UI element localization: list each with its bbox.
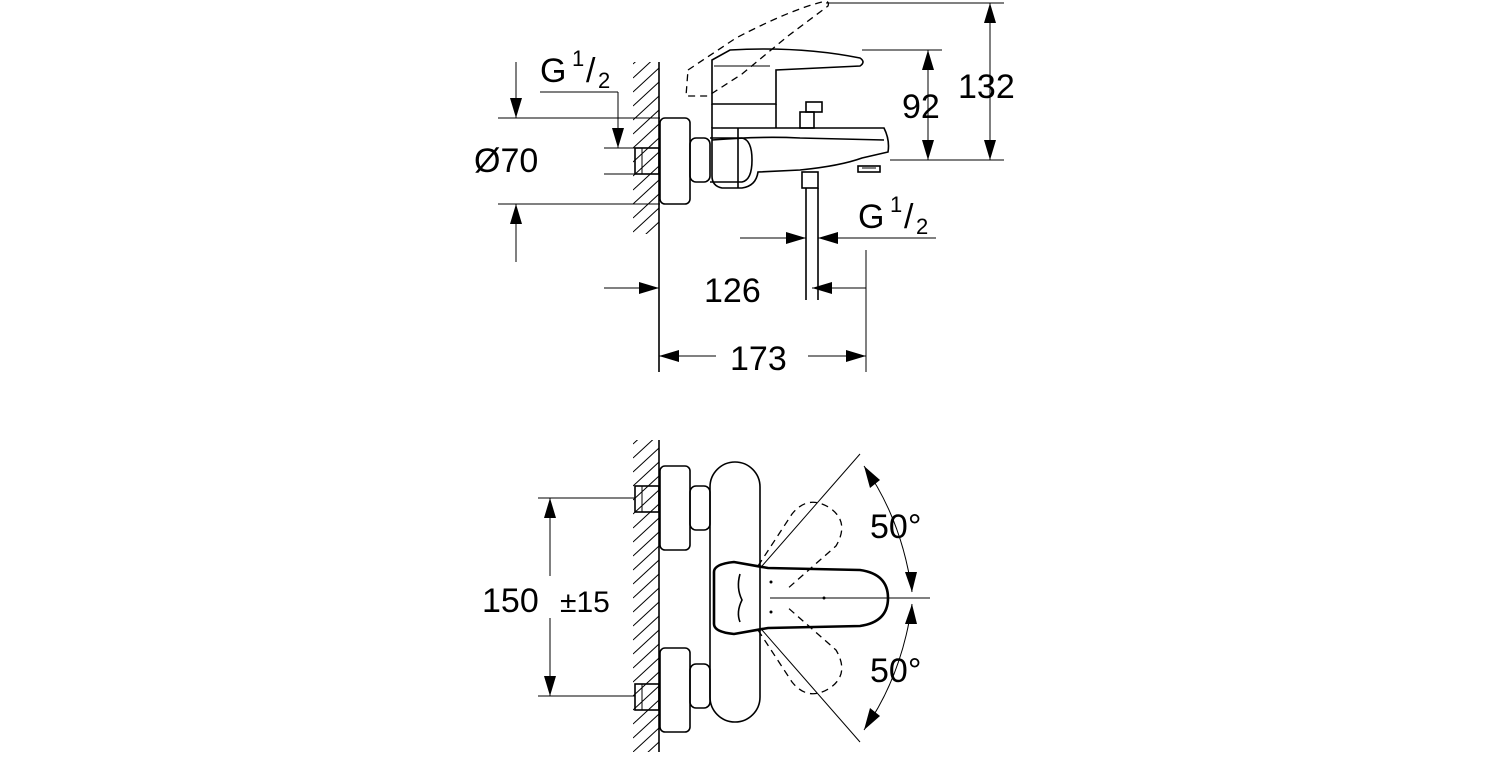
wall-hatch-line bbox=[647, 741, 660, 752]
wall-hatch-line bbox=[633, 165, 660, 191]
wall-hatch-line bbox=[633, 62, 652, 79]
lever-open-outline bbox=[685, 0, 830, 97]
wall-hatch-line bbox=[633, 207, 660, 233]
dim-flange-diameter: Ø70 bbox=[474, 62, 660, 262]
thread-inlet-denominator: 2 bbox=[598, 68, 610, 93]
diverter-knob bbox=[799, 101, 823, 129]
wall-hatch-line bbox=[633, 137, 660, 163]
wall-flange-top bbox=[634, 117, 691, 205]
wall-hatch-line bbox=[633, 615, 660, 641]
dim-lever-height: 92 bbox=[862, 49, 942, 161]
dim-center-distance: 150 ±15 bbox=[482, 497, 635, 697]
thread-outlet-base: G bbox=[858, 198, 884, 236]
top-view: 50° 50° 150 ±15 bbox=[482, 440, 930, 752]
wall-hatch-line bbox=[633, 475, 660, 501]
wall-hatch-line bbox=[633, 601, 660, 627]
thread-inlet-numerator: 1 bbox=[572, 46, 584, 71]
wall-hatch-line bbox=[633, 573, 660, 599]
wall-section-bottom bbox=[633, 440, 660, 752]
dim-thread-outlet: G 1 / 2 bbox=[740, 192, 936, 244]
lever-position-up bbox=[757, 501, 843, 591]
dim-total-height: 132 bbox=[826, 2, 1015, 161]
thread-outlet-denominator: 2 bbox=[916, 214, 928, 239]
center-tolerance-label: ±15 bbox=[560, 586, 610, 619]
dim-angle-down: 50° bbox=[761, 603, 921, 743]
thread-outlet-numerator: 1 bbox=[890, 192, 902, 217]
wall-hatch-line bbox=[633, 193, 660, 219]
wall-section-top bbox=[633, 62, 660, 372]
center-distance-label: 150 bbox=[482, 582, 539, 620]
lever-height-label: 92 bbox=[902, 88, 940, 126]
wall-hatch-line bbox=[633, 727, 660, 752]
wall-hatch-line bbox=[633, 685, 660, 711]
dim-outlet-distance: 126 bbox=[604, 250, 867, 372]
dim-angle-up: 50° bbox=[761, 453, 921, 593]
wall-hatch-line bbox=[633, 587, 660, 613]
wall-hatch-line bbox=[633, 643, 660, 669]
wall-hatch-line bbox=[633, 95, 660, 121]
wall-hatch-line bbox=[633, 531, 660, 557]
wall-hatch-line bbox=[633, 517, 660, 543]
wall-hatch-line bbox=[633, 440, 654, 459]
wall-hatch-line bbox=[633, 545, 660, 571]
wall-hatch-line bbox=[633, 713, 660, 739]
dim-total-projection: 173 bbox=[659, 340, 866, 378]
angle-up-label: 50° bbox=[870, 508, 921, 546]
lower-connector bbox=[634, 647, 711, 733]
thread-outlet-slash: / bbox=[904, 198, 914, 236]
wall-hatch-line bbox=[633, 559, 660, 585]
wall-hatch-line bbox=[633, 440, 639, 445]
thread-inlet-base: G bbox=[540, 52, 566, 90]
wall-hatch-line bbox=[633, 62, 636, 65]
wall-hatch-line bbox=[633, 447, 660, 473]
dim-thread-inlet: G 1 / 2 bbox=[540, 46, 624, 148]
wall-hatch-line bbox=[633, 489, 660, 515]
flange-diameter-label: Ø70 bbox=[474, 142, 538, 180]
wall-hatch-line bbox=[645, 221, 660, 234]
wall-hatch-line bbox=[633, 81, 660, 107]
wall-hatch-line bbox=[633, 151, 660, 177]
outlet-distance-label: 126 bbox=[704, 272, 761, 310]
body-connector bbox=[689, 137, 753, 183]
lever-side bbox=[711, 48, 864, 128]
thread-inlet-slash: / bbox=[586, 52, 596, 90]
mixer-body-top bbox=[709, 461, 761, 723]
wall-hatch-line bbox=[633, 657, 660, 683]
wall-hatch-line bbox=[633, 109, 660, 135]
lever-position-down bbox=[757, 605, 843, 695]
wall-hatch-line bbox=[633, 461, 660, 487]
total-height-label: 132 bbox=[958, 68, 1015, 106]
upper-connector bbox=[634, 465, 711, 551]
angle-down-label: 50° bbox=[870, 652, 921, 690]
mixer-body-side bbox=[711, 127, 890, 189]
side-view: G 1 / 2 Ø70 92 bbox=[474, 0, 1015, 378]
wall-hatch-line bbox=[633, 123, 660, 149]
wall-hatch-line bbox=[633, 503, 660, 529]
wall-hatch-line bbox=[633, 179, 660, 205]
wall-hatch-line bbox=[633, 67, 660, 93]
total-projection-label: 173 bbox=[730, 340, 787, 378]
wall-hatch-line bbox=[633, 629, 660, 655]
wall-hatch-line bbox=[633, 699, 660, 725]
wall-hatch-line bbox=[633, 236, 659, 260]
outlet-pipe bbox=[801, 171, 819, 300]
